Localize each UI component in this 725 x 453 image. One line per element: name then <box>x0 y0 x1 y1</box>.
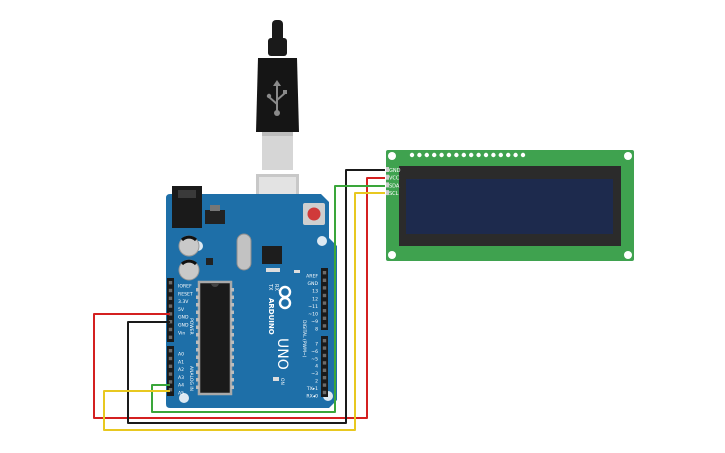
top-right-pin-label-6: ~9 <box>311 319 318 325</box>
analog-pin-label-0: A0 <box>178 352 184 358</box>
lcd-screen <box>406 179 613 234</box>
usb-icon <box>266 80 287 116</box>
digital-header-top <box>321 268 328 330</box>
atmega-chip <box>196 280 234 396</box>
digital-pin-labels: 7~6~5 4~3 2TX▸1RX◂0 <box>306 342 318 400</box>
analog-pin-label-1: A1 <box>178 359 184 365</box>
top-right-pin-label-3: 12 <box>312 296 318 302</box>
wire-a5-to-scl <box>103 192 385 431</box>
analog-pin-label-4: A4 <box>178 383 184 389</box>
top-right-pin-label-0: AREF <box>306 274 318 280</box>
digital-pin-label-5: 2 <box>315 379 318 385</box>
crystal <box>236 233 252 271</box>
top-right-pin-label-4: ~11 <box>308 304 318 310</box>
power-group-label: POWER <box>188 318 194 335</box>
power-pin-label-1: RESET <box>178 291 193 297</box>
wires <box>93 169 385 431</box>
top-right-pin-label-5: ~10 <box>308 312 318 318</box>
lcd-header-pads <box>409 152 526 158</box>
lcd-pin-label-1: VCC <box>389 176 400 182</box>
analog-group-label: ANALOG IN <box>188 366 194 391</box>
digital-pin-label-3: 4 <box>315 364 318 370</box>
top-right-pin-label-7: 8 <box>315 327 318 333</box>
analog-pin-label-2: A2 <box>178 367 184 373</box>
dc-power-jack <box>172 186 202 228</box>
top-right-pin-label-1: GND <box>307 281 318 287</box>
wire-a4-to-sda <box>151 185 385 413</box>
analog-pin-label-3: A3 <box>178 375 184 381</box>
power-pin-label-6: Vin <box>178 330 185 336</box>
arduino-uno-board: TX RX ARDUINO UNO ON <box>166 186 337 408</box>
power-header <box>167 278 174 342</box>
usb-cable <box>256 20 299 224</box>
usb-chip <box>262 246 282 264</box>
analog-header <box>167 346 174 396</box>
wire-5v-to-vcc <box>93 177 385 419</box>
wire-gnd-to-gnd <box>127 169 385 424</box>
digital-pin-label-4: ~3 <box>311 371 318 377</box>
on-led-label: ON <box>279 378 285 385</box>
digital-header-bottom <box>321 336 328 397</box>
power-pin-label-3: 5V <box>178 307 185 313</box>
lcd-pin-label-2: SDA <box>389 183 400 189</box>
digital-pin-label-0: 7 <box>315 342 318 348</box>
power-pin-label-0: IOREF <box>178 284 192 290</box>
digital-pin-label-2: ~5 <box>311 356 318 362</box>
digital-group-label: DIGITAL (PWM~) <box>301 320 307 358</box>
lcd-pin-label-3: SCL <box>389 191 399 197</box>
board-model: UNO <box>274 338 290 370</box>
top-right-pin-label-2: 13 <box>312 289 318 295</box>
tx-led-label: TX <box>267 283 273 291</box>
power-pin-label-2: 3.3V <box>178 299 189 305</box>
power-pin-label-5: GND <box>178 323 189 329</box>
digital-pin-label-7: RX◂0 <box>306 393 318 399</box>
power-pin-label-4: GND <box>178 315 189 321</box>
arduino-logo <box>278 285 292 310</box>
reset-button[interactable] <box>303 203 325 225</box>
digital-pin-label-6: TX▸1 <box>306 386 318 392</box>
analog-pin-label-5: A5 <box>178 391 184 397</box>
digital-pin-label-1: ~6 <box>311 349 318 355</box>
rx-led-label: RX <box>273 284 279 291</box>
lcd-pin-label-0: GND <box>389 168 401 174</box>
arduino-brand: ARDUINO <box>267 298 275 335</box>
